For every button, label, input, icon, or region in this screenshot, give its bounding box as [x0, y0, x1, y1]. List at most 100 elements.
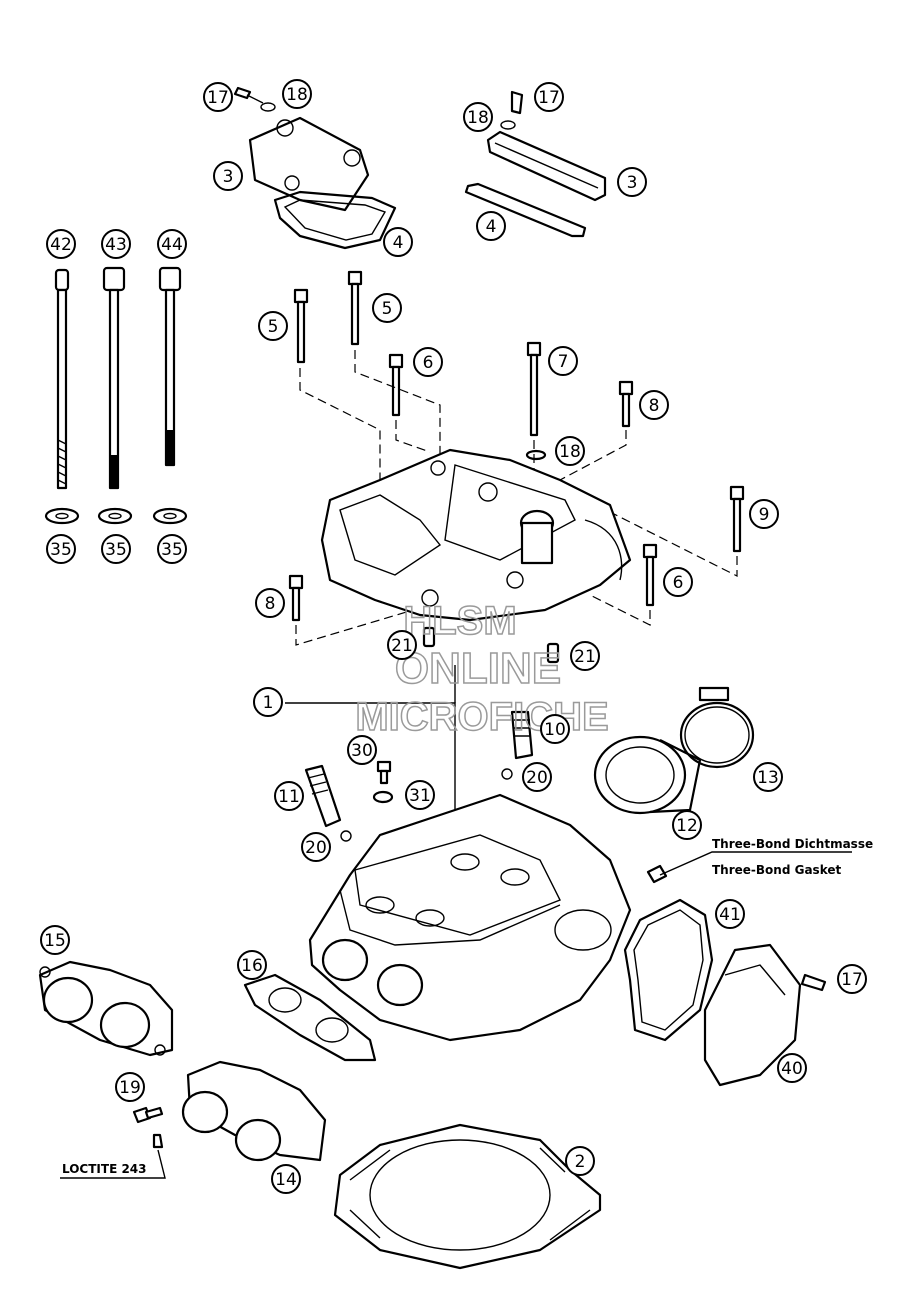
callout-circle: [301, 832, 331, 862]
callout-number: 12: [676, 816, 698, 836]
sealant-note: Three-Bond Dichtmasse Three-Bond Gasket: [659, 837, 873, 877]
callout-number: 2: [575, 1152, 586, 1172]
callout-circle: [46, 229, 76, 259]
screw-19: [132, 1106, 164, 1149]
callout-11: 11: [274, 781, 304, 811]
callout-circle: [157, 534, 187, 564]
callout-number: 35: [161, 540, 183, 560]
callout-number: 18: [559, 442, 581, 462]
callout-17b: 17: [534, 82, 564, 112]
callout-number: 15: [44, 931, 66, 951]
callout-circle: [203, 82, 233, 112]
callout-number: 19: [119, 1078, 141, 1098]
watermark: HLSM ONLINE MICROFICHE: [355, 598, 610, 740]
callout-8a: 8: [639, 390, 669, 420]
callout-circle: [476, 211, 506, 241]
callout-circle: [274, 781, 304, 811]
callout-21a: 21: [387, 630, 417, 660]
callout-circle: [413, 347, 443, 377]
exhaust-flange: [38, 960, 174, 1057]
callout-5a: 5: [258, 311, 288, 341]
callout-number: 3: [627, 173, 638, 193]
callout-35a: 35: [46, 534, 76, 564]
callout-number: 41: [719, 905, 741, 925]
callout-number: 6: [673, 573, 684, 593]
callout-number: 4: [486, 217, 497, 237]
callout-circle: [570, 641, 600, 671]
note-three-bond-en: Three-Bond Gasket: [712, 863, 841, 877]
callout-circle: [157, 229, 187, 259]
watermark-line3: MICROFICHE: [355, 695, 608, 739]
callout-16: 16: [237, 950, 267, 980]
callout-8b: 8: [255, 588, 285, 618]
callout-number: 7: [558, 352, 569, 372]
callout-number: 6: [423, 353, 434, 373]
callout-12: 12: [672, 810, 702, 840]
cylinder-head: [308, 793, 668, 1042]
intake-flange: [181, 1060, 327, 1162]
callout-circle: [213, 161, 243, 191]
watermark-line1: HLSM: [403, 599, 516, 643]
callout-circle: [753, 762, 783, 792]
side-cover: [623, 898, 827, 1087]
callout-circle: [253, 687, 283, 717]
callout-circle: [617, 167, 647, 197]
callout-18a: 18: [282, 79, 312, 109]
note-three-bond-de: Three-Bond Dichtmasse: [712, 837, 873, 851]
callout-number: 35: [105, 540, 127, 560]
callout-circle: [540, 714, 570, 744]
callout-6a: 6: [413, 347, 443, 377]
valve-cover-left: [233, 86, 397, 250]
callout-number: 13: [757, 768, 779, 788]
exhaust-gasket: [243, 973, 377, 1062]
note-loctite: LOCTITE 243: [62, 1162, 147, 1176]
callout-7: 7: [548, 346, 578, 376]
callout-14: 14: [271, 1164, 301, 1194]
dowel-pin: [546, 642, 560, 664]
callout-circle: [46, 534, 76, 564]
callout-circle: [639, 390, 669, 420]
callout-18b: 18: [463, 102, 493, 132]
callout-31: 31: [405, 780, 435, 810]
callout-number: 35: [50, 540, 72, 560]
valve-cover-right: [464, 90, 607, 238]
callout-circle: [258, 311, 288, 341]
callout-4b: 4: [476, 211, 506, 241]
callout-number: 3: [223, 167, 234, 187]
callout-circle: [837, 964, 867, 994]
callout-circle: [237, 950, 267, 980]
callout-43: 43: [101, 229, 131, 259]
head-bolts: [288, 270, 745, 622]
callout-number: 11: [278, 787, 300, 807]
callout-circle: [663, 567, 693, 597]
callout-circle: [101, 534, 131, 564]
callout-circle: [749, 499, 779, 529]
callout-circle: [101, 229, 131, 259]
callout-number: 17: [841, 970, 863, 990]
callout-44: 44: [157, 229, 187, 259]
callout-number: 21: [574, 647, 596, 667]
callout-17c: 17: [837, 964, 867, 994]
callout-circle: [347, 735, 377, 765]
callout-13: 13: [753, 762, 783, 792]
callout-circle: [522, 762, 552, 792]
callout-number: 21: [391, 636, 413, 656]
callout-20b: 20: [301, 832, 331, 862]
callout-40: 40: [777, 1053, 807, 1083]
callout-circle: [282, 79, 312, 109]
callout-number: 31: [409, 786, 431, 806]
callout-circle: [115, 1072, 145, 1102]
callout-circle: [40, 925, 70, 955]
callout-number: 30: [351, 741, 373, 761]
dowel-pin: [422, 626, 436, 648]
head-gasket: [333, 1123, 602, 1270]
callout-number: 1: [263, 693, 274, 713]
callout-number: 43: [105, 235, 127, 255]
callout-circle: [548, 346, 578, 376]
callout-6b: 6: [663, 567, 693, 597]
callout-number: 18: [286, 85, 308, 105]
callout-circle: [387, 630, 417, 660]
small-parts: [304, 710, 534, 842]
